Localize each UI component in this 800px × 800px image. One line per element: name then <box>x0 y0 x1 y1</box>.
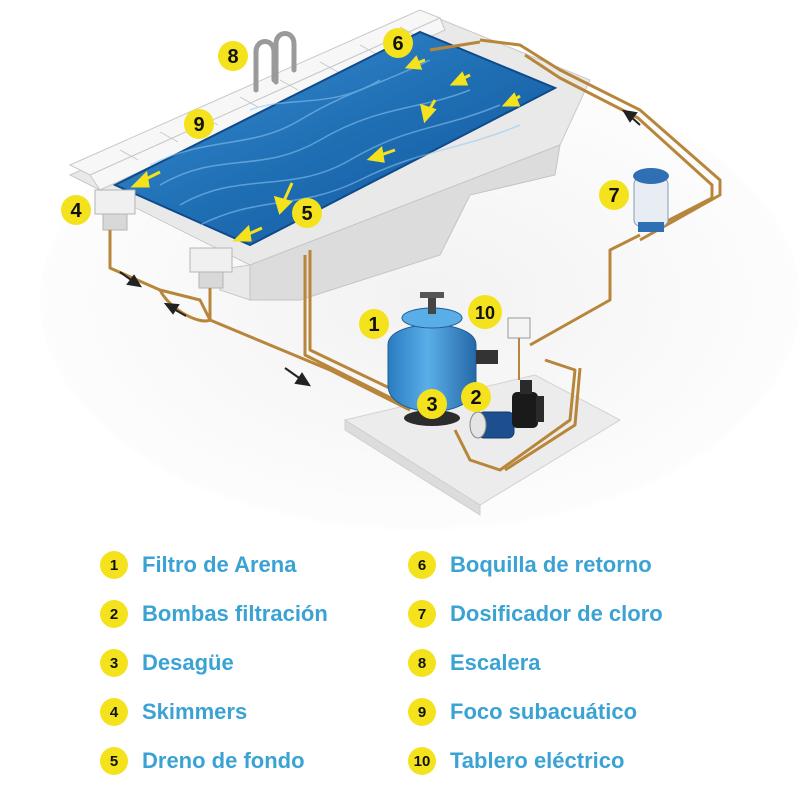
callout-circle <box>468 295 502 329</box>
coping-tiles <box>68 9 446 191</box>
callout-circle <box>292 198 322 228</box>
callout-number: 5 <box>301 203 312 225</box>
callout-badge-7: 7 <box>599 180 629 210</box>
callout-badge-8: 8 <box>218 41 248 71</box>
legend: 1 Filtro de Arena 2 Bombas filtración 3 … <box>0 540 800 790</box>
callout-badge-2: 2 <box>461 382 491 412</box>
callout-circle <box>359 309 389 339</box>
legend-label: Boquilla de retorno <box>450 552 652 577</box>
legend-item-4: 4 Skimmers <box>100 695 247 729</box>
callout-badge-4: 4 <box>61 195 91 225</box>
legend-badge: 7 <box>408 600 436 628</box>
legend-label: Escalera <box>450 650 541 675</box>
legend-badge: 6 <box>408 551 436 579</box>
callout-circle <box>61 195 91 225</box>
callout-number: 10 <box>475 303 495 323</box>
legend-label: Dreno de fondo <box>142 748 305 773</box>
legend-item-1: 1 Filtro de Arena <box>100 548 296 582</box>
flow-arrows-pipes <box>119 109 641 387</box>
legend-item-2: 2 Bombas filtración <box>100 597 328 631</box>
legend-label: Filtro de Arena <box>142 552 297 577</box>
equipment-pad-side <box>344 419 481 516</box>
legend-badge: 8 <box>408 649 436 677</box>
legend-label: Skimmers <box>142 699 248 724</box>
callout-badge-3: 3 <box>417 389 447 419</box>
callout-badge-1: 1 <box>359 309 389 339</box>
callout-circle <box>417 389 447 419</box>
callout-circle <box>184 109 214 139</box>
skimmer-right <box>189 247 233 289</box>
legend-badge: 9 <box>408 698 436 726</box>
callout-badge-6: 6 <box>383 28 413 58</box>
legend-label: Dosificador de cloro <box>450 601 663 626</box>
callout-number: 3 <box>426 394 437 416</box>
legend-badge: 3 <box>100 649 128 677</box>
callout-circle <box>599 180 629 210</box>
legend-badge: 1 <box>100 551 128 579</box>
callout-circle <box>461 382 491 412</box>
legend-item-9: 9 Foco subacuático <box>408 695 637 729</box>
callouts: 1 2 3 4 5 6 7 8 9 10 <box>61 28 629 419</box>
legend-label: Tablero eléctrico <box>450 748 625 773</box>
callout-badge-5: 5 <box>292 198 322 228</box>
legend-item-8: 8 Escalera <box>408 646 541 680</box>
legend-item-7: 7 Dosificador de cloro <box>408 597 663 631</box>
callout-number: 1 <box>368 314 379 336</box>
legend-item-6: 6 Boquilla de retorno <box>408 548 652 582</box>
ladder <box>253 31 297 93</box>
legend-badge: 4 <box>100 698 128 726</box>
callout-badge-10: 10 <box>468 295 502 329</box>
callout-number: 8 <box>227 46 238 68</box>
legend-label: Bombas filtración <box>142 601 328 626</box>
flow-arrows-water <box>130 55 521 242</box>
legend-label: Desagüe <box>142 650 234 675</box>
legend-badge: 5 <box>100 747 128 775</box>
legend-label: Foco subacuático <box>450 699 638 724</box>
callout-badge-9: 9 <box>184 109 214 139</box>
legend-item-10: 10 Tablero eléctrico <box>408 744 624 778</box>
callout-number: 4 <box>70 200 82 222</box>
callout-circle <box>218 41 248 71</box>
water-ripples <box>149 59 521 226</box>
legend-badge: 10 <box>408 747 436 775</box>
callout-number: 2 <box>470 387 481 409</box>
callout-circle <box>383 28 413 58</box>
callout-number: 6 <box>392 33 403 55</box>
legend-badge: 2 <box>100 600 128 628</box>
skimmer-left <box>94 189 136 231</box>
pool-water <box>112 30 558 247</box>
pipes <box>108 38 722 472</box>
callout-number: 9 <box>193 114 204 136</box>
callout-number: 7 <box>608 185 619 207</box>
legend-item-5: 5 Dreno de fondo <box>100 744 305 778</box>
electrical-panel <box>507 317 531 380</box>
legend-item-3: 3 Desagüe <box>100 646 234 680</box>
chlorine-dispenser <box>633 168 669 232</box>
filtration-pump <box>469 380 544 439</box>
pool-shell-side <box>249 144 561 301</box>
